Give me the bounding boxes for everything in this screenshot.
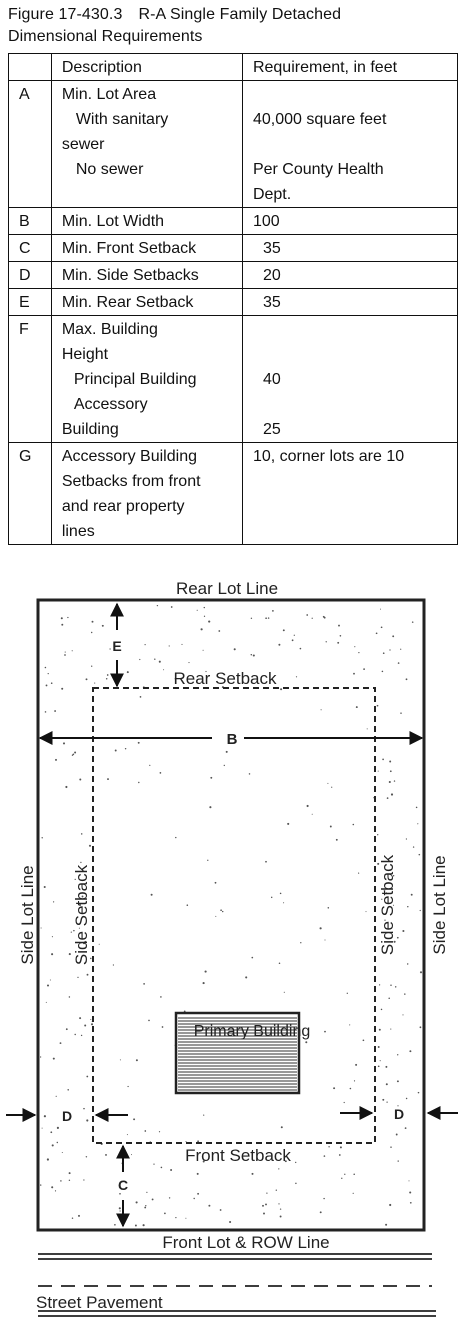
req-line: Per County Health — [252, 161, 384, 178]
row-description: Accessory Building Setbacks from front a… — [50, 442, 243, 545]
desc-line: and rear property — [61, 498, 185, 515]
row-requirement: 40,000 square feet Per County Health Dep… — [241, 80, 459, 208]
row-letter: F — [8, 315, 52, 443]
desc-line: Min. Lot Area — [61, 86, 157, 103]
desc-subline: Accessory — [73, 396, 148, 413]
req-line: 25 — [262, 421, 281, 438]
row-letter: D — [8, 261, 52, 289]
building-footprint — [174, 1011, 301, 1095]
lot-stipple-texture — [39, 604, 423, 1227]
row-letter: C — [8, 234, 52, 262]
building-hatch — [178, 1017, 297, 1091]
dimensional-requirements-table: Description Requirement, in feet A Min. … — [8, 53, 459, 545]
req-value: 35 — [262, 294, 281, 311]
rear-lot-line-label: Rear Lot Line — [176, 579, 278, 598]
row-requirement: 35 — [241, 234, 459, 262]
desc-line: Height — [61, 346, 109, 363]
side-setback-label-left: Side Setback — [72, 864, 91, 965]
dimension-c-label: C — [118, 1177, 128, 1193]
desc-line: lines — [61, 523, 95, 540]
setback-line — [92, 687, 376, 1144]
row-letter: A — [8, 80, 52, 208]
rear-setback-label: Rear Setback — [174, 669, 277, 688]
req-line: 40 — [262, 371, 281, 388]
desc-subline: With sanitary — [75, 111, 169, 128]
row-requirement: 20 — [241, 261, 459, 289]
header-cell-letter — [8, 53, 52, 81]
desc-subline-cont: sewer — [61, 136, 105, 153]
desc-subline: No sewer — [75, 161, 144, 178]
row-description: Max. Building Height Principal Building … — [50, 315, 243, 443]
figure-title: R-A Single Family Detached — [138, 6, 342, 23]
desc-line: Max. Building — [61, 321, 158, 338]
dimension-d-right-label: D — [394, 1106, 404, 1122]
row-requirement: 100 — [241, 207, 459, 235]
figure-caption: Figure 17-430.3 R-A Single Family Detache… — [8, 4, 458, 48]
front-setback-label: Front Setback — [185, 1146, 291, 1165]
req-line: 40,000 square feet — [252, 111, 387, 128]
row-description: Min. Lot Area With sanitary sewer No sew… — [50, 80, 243, 208]
table-row: B Min. Lot Width 100 — [8, 207, 459, 235]
figure-title-line2: Dimensional Requirements — [8, 28, 203, 45]
dimension-d-left-label: D — [62, 1108, 72, 1124]
header-cell-requirement: Requirement, in feet — [241, 53, 459, 81]
req-value: 35 — [262, 240, 281, 257]
figure-number: Figure 17-430.3 — [8, 6, 123, 23]
table-row: E Min. Rear Setback 35 — [8, 288, 459, 316]
lot-boundary — [36, 598, 426, 1232]
front-lot-row-line-label: Front Lot & ROW Line — [162, 1233, 329, 1252]
side-lot-line-label-right: Side Lot Line — [430, 855, 449, 954]
primary-building — [174, 1011, 301, 1095]
row-description: Min. Lot Width — [50, 207, 243, 235]
dimension-b-label: B — [227, 731, 238, 748]
row-letter: E — [8, 288, 52, 316]
table-row: D Min. Side Setbacks 20 — [8, 261, 459, 289]
req-value: 20 — [262, 267, 281, 284]
row-requirement: 10, corner lots are 10 — [241, 442, 459, 545]
row-letter: B — [8, 207, 52, 235]
req-line-cont: Dept. — [252, 186, 292, 203]
dimension-e-label: E — [112, 638, 121, 654]
desc-subline-cont: Building — [61, 421, 119, 438]
primary-building-label: Primary Building — [194, 1023, 310, 1040]
lot-setback-diagram: Primary Building Rear Lot Line Rear Setb… — [6, 579, 458, 1317]
table-row: C Min. Front Setback 35 — [8, 234, 459, 262]
row-description: Min. Side Setbacks — [50, 261, 243, 289]
row-description: Min. Front Setback — [50, 234, 243, 262]
desc-line: Accessory Building — [61, 448, 197, 465]
table-header-row: Description Requirement, in feet — [8, 53, 459, 81]
table-row: F Max. Building Height Principal Buildin… — [8, 315, 459, 443]
row-requirement: 35 — [241, 288, 459, 316]
row-requirement: 40 25 — [241, 315, 459, 443]
row-letter: G — [8, 442, 52, 545]
row-description: Min. Rear Setback — [50, 288, 243, 316]
street-pavement-label: Street Pavement — [36, 1293, 163, 1312]
side-setback-label-right: Side Setback — [378, 854, 397, 955]
desc-subline: Principal Building — [73, 371, 197, 388]
table-row: A Min. Lot Area With sanitary sewer No s… — [8, 80, 459, 208]
desc-line: Setbacks from front — [61, 473, 201, 490]
side-lot-line-label-left: Side Lot Line — [18, 865, 37, 964]
header-cell-description: Description — [50, 53, 243, 81]
table-row: G Accessory Building Setbacks from front… — [8, 442, 459, 545]
